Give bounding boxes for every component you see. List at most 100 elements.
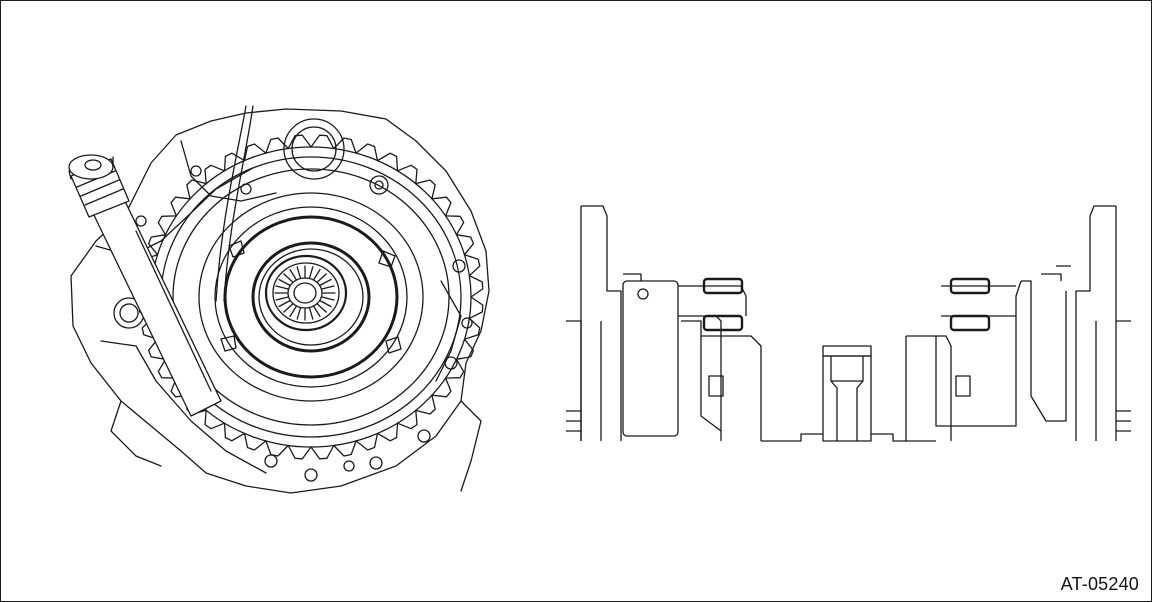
- gear-tab: [220, 335, 237, 352]
- housing-flange: [180, 140, 277, 202]
- gear-tooth: [376, 422, 399, 442]
- gear-tooth: [463, 254, 481, 277]
- right-flange: [1041, 265, 1071, 281]
- gear-tooth: [396, 409, 418, 430]
- gear-tooth: [444, 215, 465, 236]
- gear-tooth: [431, 196, 452, 217]
- hub-spline-tooth: [308, 266, 314, 280]
- hub-spline: [274, 265, 336, 321]
- gear-tab: [385, 336, 402, 354]
- right-housing: [1021, 280, 1067, 422]
- center-shaft: [822, 355, 872, 442]
- bolt-hole: [374, 180, 384, 190]
- housing-outline: [70, 108, 490, 494]
- shaft-base: [761, 433, 936, 442]
- bolt-hole: [369, 175, 389, 195]
- gear-cross-section: [561, 196, 1136, 451]
- gear-tab: [228, 240, 245, 258]
- hub-spline-tooth: [289, 268, 298, 281]
- bolt-hole: [264, 454, 278, 468]
- gear-ring: [172, 168, 450, 426]
- bolt-hole: [304, 468, 318, 482]
- hub-ring: [272, 262, 340, 324]
- gear-tooth: [333, 137, 357, 154]
- housing-edge: [460, 400, 482, 492]
- gear-tooth: [265, 137, 289, 154]
- hub-spline-tooth: [320, 296, 335, 301]
- gear-tooth: [157, 215, 178, 236]
- hub-spline-tooth: [312, 305, 321, 318]
- mount-boss: [291, 126, 337, 172]
- shaft-bore: [84, 159, 102, 171]
- gear-tooth: [444, 358, 465, 379]
- housing-edge: [110, 400, 162, 467]
- gear-tooth: [468, 296, 484, 319]
- seal-ring: [258, 248, 364, 346]
- gear-tooth: [243, 432, 267, 451]
- shaft-edge: [68, 156, 114, 180]
- hub-spline-tooth: [283, 302, 294, 313]
- shaft-spline: [84, 188, 124, 206]
- gear-tooth: [223, 422, 246, 442]
- hub-spline-tooth: [316, 302, 327, 313]
- hub-spline-tooth: [278, 299, 291, 308]
- cable-line: [215, 105, 247, 302]
- hub-spline-tooth: [275, 296, 290, 301]
- gear-tooth: [147, 234, 167, 256]
- right-boss: [905, 335, 952, 441]
- gear-tooth: [355, 143, 379, 162]
- gear-tooth: [223, 152, 246, 172]
- hub-spline-tooth: [296, 266, 302, 280]
- hub-spline-tooth: [308, 306, 314, 320]
- left-piston: [622, 280, 679, 437]
- gear-tooth: [396, 164, 418, 185]
- center-shaft-head: [822, 345, 872, 357]
- gear-tooth: [355, 432, 379, 451]
- gear-tooth: [204, 164, 226, 185]
- bolt-hole: [343, 460, 355, 472]
- left-hub: [678, 285, 747, 316]
- gear-tab: [378, 250, 396, 268]
- gear-tooth: [243, 143, 267, 162]
- hub-spline-tooth: [278, 278, 291, 287]
- shaft-body: [90, 196, 222, 417]
- left-hub: [678, 315, 722, 441]
- gear-tooth: [310, 444, 335, 460]
- boss-left: [119, 303, 139, 323]
- left-wall-lines: [566, 320, 581, 432]
- left-pin: [637, 288, 649, 300]
- gear-tooth: [157, 358, 178, 379]
- bolt-hole: [452, 259, 466, 273]
- gear-tooth: [287, 134, 312, 150]
- gear-tooth: [204, 409, 226, 430]
- hub-spline-tooth: [283, 273, 294, 284]
- gear-tooth: [287, 444, 312, 460]
- hub-bore: [287, 277, 323, 309]
- gear-tooth: [147, 338, 167, 360]
- center-shaft-neck: [830, 380, 864, 441]
- bolt-hole: [417, 429, 431, 443]
- hub-spline-tooth: [319, 278, 332, 287]
- center-shaft-neck: [830, 356, 864, 382]
- hub-spline-tooth: [316, 273, 327, 284]
- gear-tooth: [310, 134, 335, 150]
- gear-tooth: [376, 152, 399, 172]
- hub-ring: [264, 254, 348, 332]
- right-hub: [941, 285, 1016, 317]
- gear-tooth: [265, 440, 289, 457]
- right-seal-bottom: [949, 314, 991, 332]
- right-wall-lines: [1116, 320, 1131, 432]
- gear-ring: [198, 192, 424, 402]
- right-slot: [955, 375, 971, 397]
- left-boss: [700, 336, 722, 432]
- bolt-hole: [190, 165, 202, 177]
- gear-tooth: [463, 317, 481, 340]
- left-boss: [681, 320, 762, 441]
- shaft-spline: [80, 179, 120, 197]
- hub-spline-tooth: [296, 306, 302, 320]
- left-slot: [708, 375, 724, 397]
- housing-rib: [100, 340, 267, 474]
- gear-tooth: [186, 179, 207, 200]
- gear-tooth: [455, 338, 475, 360]
